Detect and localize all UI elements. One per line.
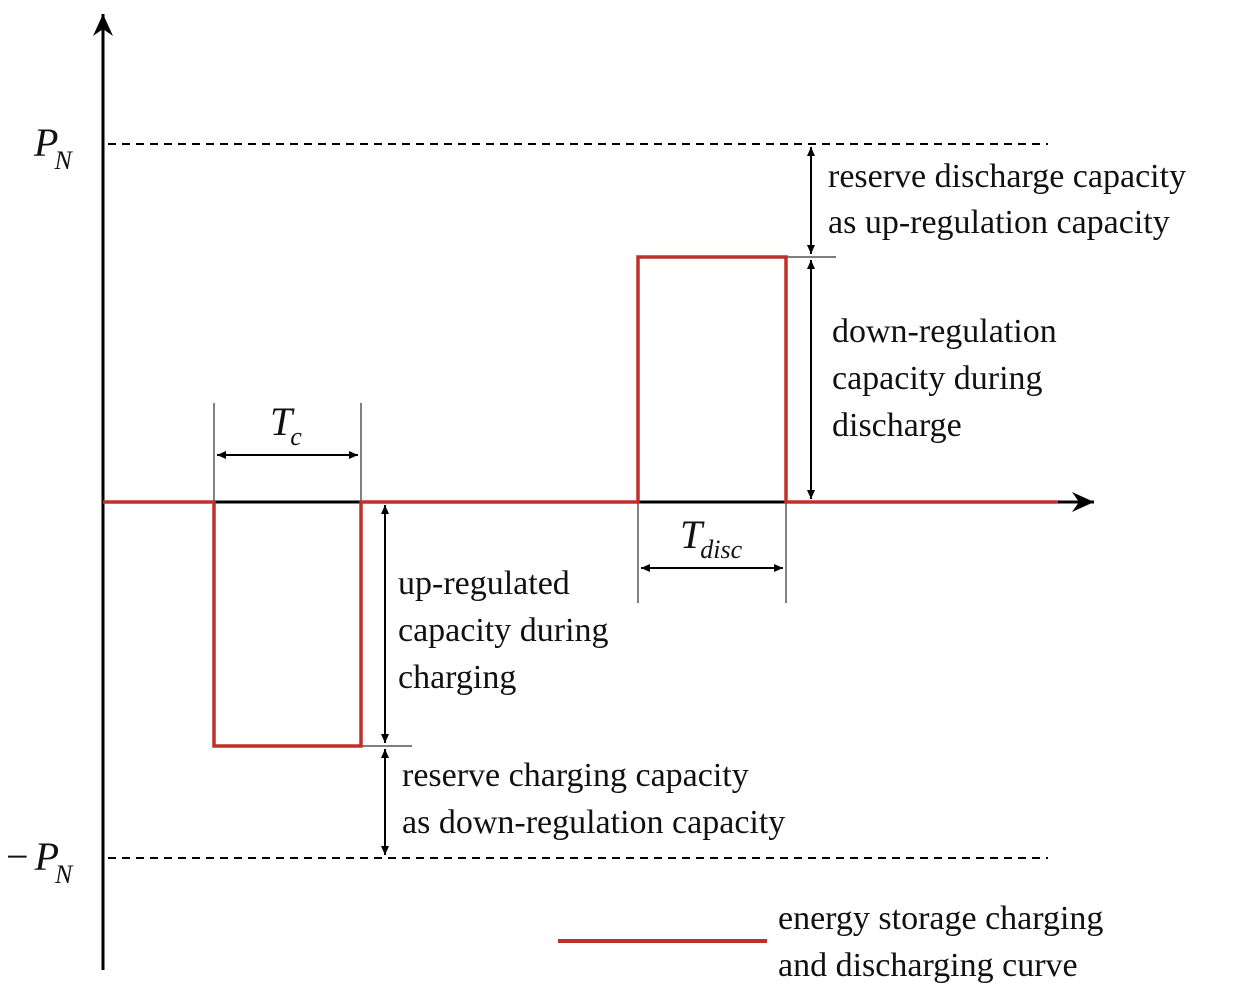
neg-pn-label: −PN bbox=[6, 834, 74, 889]
charge-discharge-curve bbox=[103, 255, 1058, 748]
reserve-discharge-line-2: as up-regulation capacity bbox=[828, 204, 1170, 241]
legend-line-2: and discharging curve bbox=[778, 947, 1078, 984]
reserve-discharge-text: reserve discharge capacity as up-regulat… bbox=[828, 158, 1195, 241]
up-regulated-line-3: charging bbox=[398, 659, 516, 696]
up-regulated-line-1: up-regulated bbox=[398, 565, 570, 602]
down-regulation-text: down-regulation capacity during discharg… bbox=[832, 313, 1065, 444]
tc-label: Tc bbox=[270, 399, 302, 451]
legend: energy storage charging and discharging … bbox=[558, 900, 1112, 984]
reserve-charging-line-1: reserve charging capacity bbox=[402, 757, 749, 794]
legend-line-1: energy storage charging bbox=[778, 900, 1103, 937]
reserve-charging-line-2: as down-regulation capacity bbox=[402, 804, 785, 841]
reserve-charging-text: reserve charging capacity as down-regula… bbox=[402, 757, 785, 841]
legend-text: energy storage charging and discharging … bbox=[778, 900, 1112, 984]
tdisc-label: Tdisc bbox=[680, 512, 743, 564]
reserve-discharge-line-1: reserve discharge capacity bbox=[828, 158, 1186, 195]
up-regulated-text: up-regulated capacity during charging bbox=[398, 565, 617, 696]
up-regulated-line-2: capacity during bbox=[398, 612, 609, 649]
pn-label: PN bbox=[33, 120, 73, 175]
down-regulation-line-2: capacity during bbox=[832, 360, 1043, 397]
down-regulation-line-3: discharge bbox=[832, 407, 962, 444]
down-regulation-line-1: down-regulation bbox=[832, 313, 1057, 350]
